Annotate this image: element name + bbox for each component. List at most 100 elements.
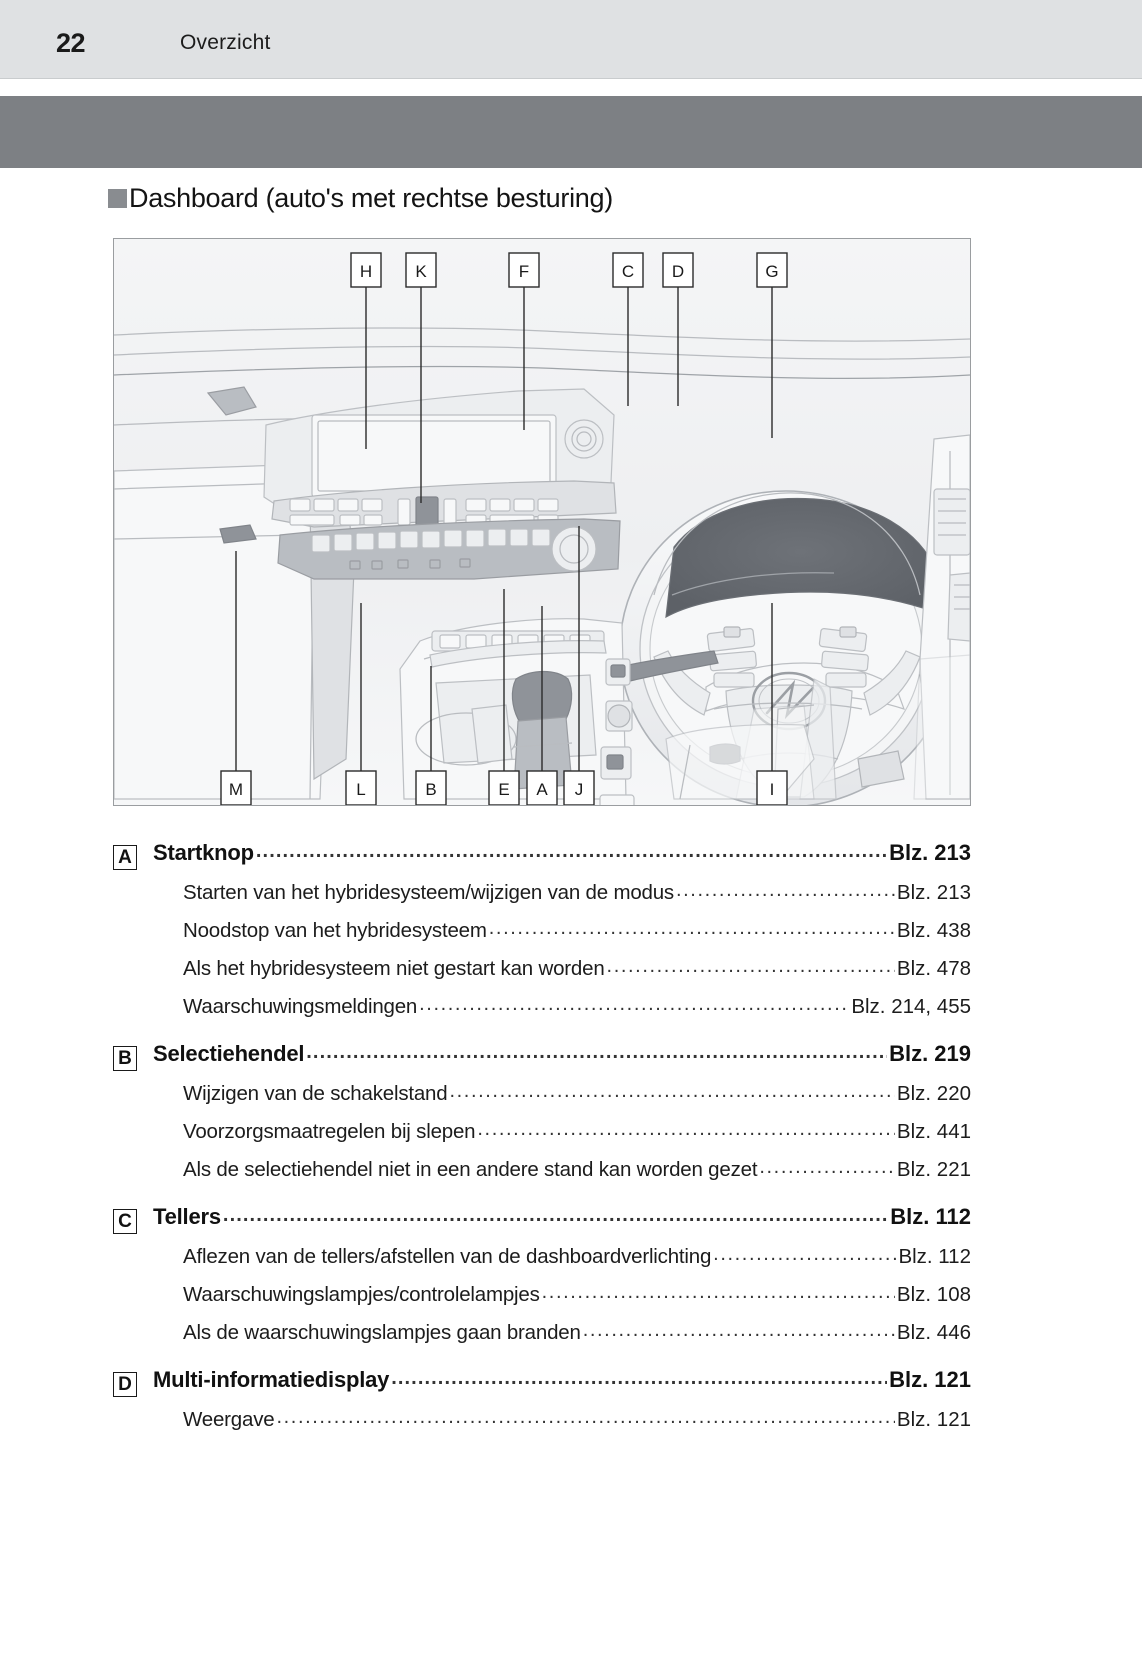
steering-switches-right xyxy=(818,626,869,688)
page-title: Dashboard (auto's met rechtse besturing) xyxy=(108,183,613,214)
callout-box-A: A xyxy=(526,770,558,805)
index-sub-page: Blz. 112 xyxy=(898,1245,971,1268)
index-key-badge: D xyxy=(113,1372,137,1397)
dashboard-index-list: A Startknop..............................… xyxy=(113,818,971,1432)
index-entry-sub[interactable]: Voorzorgsmaatregelen bij slepen.........… xyxy=(113,1118,971,1144)
svg-text:C: C xyxy=(622,262,634,281)
index-sub-page: Blz. 438 xyxy=(896,919,971,942)
index-entry-sub[interactable]: Starten van het hybridesysteem/wijzigen … xyxy=(113,879,971,905)
leader-dots: ........................................… xyxy=(675,879,895,901)
callout-box-M: M xyxy=(220,770,252,805)
index-sub-label: Waarschuwingsmeldingen xyxy=(183,995,418,1018)
index-sub-label: Als het hybridesysteem niet gestart kan … xyxy=(183,957,605,980)
index-entry-sub[interactable]: Noodstop van het hybridesysteem.........… xyxy=(113,917,971,943)
svg-text:D: D xyxy=(672,262,684,281)
right-dash-trim xyxy=(919,434,970,800)
callout-leader-lines-bottom xyxy=(235,526,773,771)
callout-box-E: E xyxy=(488,770,520,805)
index-key-badge: A xyxy=(113,845,137,870)
leader-dots: ........................................… xyxy=(541,1281,895,1303)
leader-dots: ........................................… xyxy=(759,1156,895,1178)
callout-box-D: D xyxy=(662,252,694,288)
index-entry-sub[interactable]: Als de selectiehendel niet in een andere… xyxy=(113,1156,971,1182)
right-air-vent xyxy=(933,488,970,556)
callout-box-J: J xyxy=(563,770,595,805)
index-sub-page: Blz. 214, 455 xyxy=(851,995,971,1018)
callout-box-F: F xyxy=(508,252,540,288)
index-entry-sub[interactable]: Wijzigen van de schakelstand............… xyxy=(113,1080,971,1106)
index-entry-main[interactable]: A Startknop..............................… xyxy=(113,840,971,870)
svg-text:A: A xyxy=(536,780,548,799)
index-sub-page: Blz. 108 xyxy=(896,1283,971,1306)
callout-box-H: H xyxy=(350,252,382,288)
callout-box-G: G xyxy=(756,252,788,288)
callout-box-L: L xyxy=(345,770,377,805)
leader-dots: ........................................… xyxy=(582,1319,895,1341)
index-sub-label: Aflezen van de tellers/afstellen van de … xyxy=(183,1245,712,1268)
climate-indicator-icons xyxy=(349,558,471,570)
index-entry-sub[interactable]: Weergave................................… xyxy=(113,1406,971,1432)
door-mirror-switch xyxy=(219,524,257,544)
leader-dots: ........................................… xyxy=(477,1118,895,1140)
index-entry-label: Multi-informatiedisplay xyxy=(153,1367,390,1392)
index-entry-sub[interactable]: Aflezen van de tellers/afstellen van de … xyxy=(113,1243,971,1269)
index-entry-page: Blz. 219 xyxy=(889,1041,971,1066)
index-key-badge: C xyxy=(113,1209,137,1234)
index-sub-label: Als de selectiehendel niet in een andere… xyxy=(183,1158,758,1181)
callout-leader-lines-top xyxy=(365,287,773,503)
svg-text:H: H xyxy=(360,262,372,281)
steering-switches-left xyxy=(706,626,757,688)
center-console xyxy=(399,618,627,800)
page-header: 22 Overzicht xyxy=(0,0,1142,79)
index-sub-page: Blz. 478 xyxy=(896,957,971,980)
leader-dots: ........................................… xyxy=(606,955,895,977)
index-entry-label: Tellers xyxy=(153,1204,221,1229)
index-sub-page: Blz. 221 xyxy=(896,1158,971,1181)
svg-text:L: L xyxy=(356,780,365,799)
index-sub-page: Blz. 121 xyxy=(896,1408,971,1431)
index-sub-label: Weergave xyxy=(183,1408,275,1431)
index-entry-page: Blz. 121 xyxy=(889,1367,971,1392)
hazard-switch xyxy=(415,496,439,528)
leader-dots: ........................................… xyxy=(255,840,888,862)
index-entry-page: Blz. 112 xyxy=(890,1204,971,1229)
leader-dots: ........................................… xyxy=(449,1080,894,1102)
index-entry-sub[interactable]: Als de waarschuwingslampjes gaan branden… xyxy=(113,1319,971,1345)
index-sub-page: Blz. 446 xyxy=(896,1321,971,1344)
start-button-area xyxy=(599,658,635,805)
svg-text:G: G xyxy=(765,262,778,281)
index-sub-label: Waarschuwingslampjes/controlelampjes xyxy=(183,1283,540,1306)
callout-box-B: B xyxy=(415,770,447,805)
index-sub-page: Blz. 213 xyxy=(896,881,971,904)
callout-box-C: C xyxy=(612,252,644,288)
svg-text:B: B xyxy=(425,780,436,799)
index-entry-label: Startknop xyxy=(153,840,254,865)
index-entry-page: Blz. 213 xyxy=(889,840,971,865)
index-entry-sub[interactable]: Waarschuwingsmeldingen..................… xyxy=(113,993,971,1019)
svg-text:F: F xyxy=(519,262,529,281)
square-bullet-icon xyxy=(108,189,127,208)
dashboard-illustration: H K F C D G M L B E A J xyxy=(113,238,971,806)
index-sub-label: Als de waarschuwingslampjes gaan branden xyxy=(183,1321,581,1344)
leader-dots: ........................................… xyxy=(488,917,895,939)
index-sub-label: Starten van het hybridesysteem/wijzigen … xyxy=(183,881,674,904)
header-section-label: Overzicht xyxy=(180,31,271,54)
leader-dots: ........................................… xyxy=(713,1243,896,1265)
index-entry-sub[interactable]: Waarschuwingslampjes/controlelampjes....… xyxy=(113,1281,971,1307)
callout-box-I: I xyxy=(756,770,788,805)
index-entry-sub[interactable]: Als het hybridesysteem niet gestart kan … xyxy=(113,955,971,981)
svg-text:I: I xyxy=(770,780,775,799)
index-sub-page: Blz. 220 xyxy=(896,1082,971,1105)
start-button xyxy=(610,664,626,678)
leader-dots: ........................................… xyxy=(419,993,849,1015)
index-entry-label: Selectiehendel xyxy=(153,1041,305,1066)
leader-dots: ........................................… xyxy=(306,1041,887,1063)
index-sub-label: Noodstop van het hybridesysteem xyxy=(183,919,487,942)
steering-wheel xyxy=(619,490,953,805)
index-sub-page: Blz. 441 xyxy=(896,1120,971,1143)
index-sub-label: Voorzorgsmaatregelen bij slepen xyxy=(183,1120,476,1143)
svg-text:J: J xyxy=(575,780,584,799)
